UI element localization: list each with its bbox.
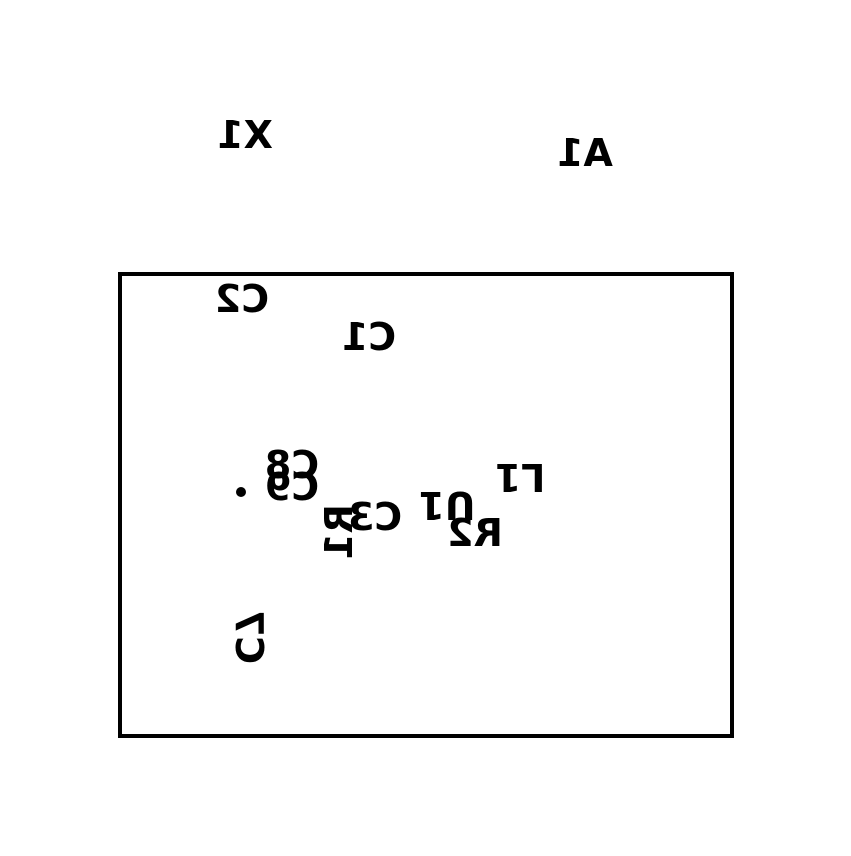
label-a1: A1 — [557, 131, 613, 175]
label-c9: C9 — [265, 465, 319, 509]
pin1-marker-dot — [236, 487, 246, 497]
label-c3: C3 — [348, 495, 402, 539]
label-c8: C8 — [265, 443, 319, 487]
label-r1: R1 — [317, 504, 361, 560]
label-l1: L1 — [495, 455, 546, 499]
label-c7: C7 — [227, 610, 271, 664]
label-c1: C1 — [342, 315, 396, 359]
label-c2: C2 — [215, 277, 269, 321]
label-u1: U1 — [418, 483, 475, 527]
label-x1: X1 — [217, 113, 273, 157]
board-outline — [118, 272, 734, 738]
label-r2: R2 — [447, 511, 503, 555]
